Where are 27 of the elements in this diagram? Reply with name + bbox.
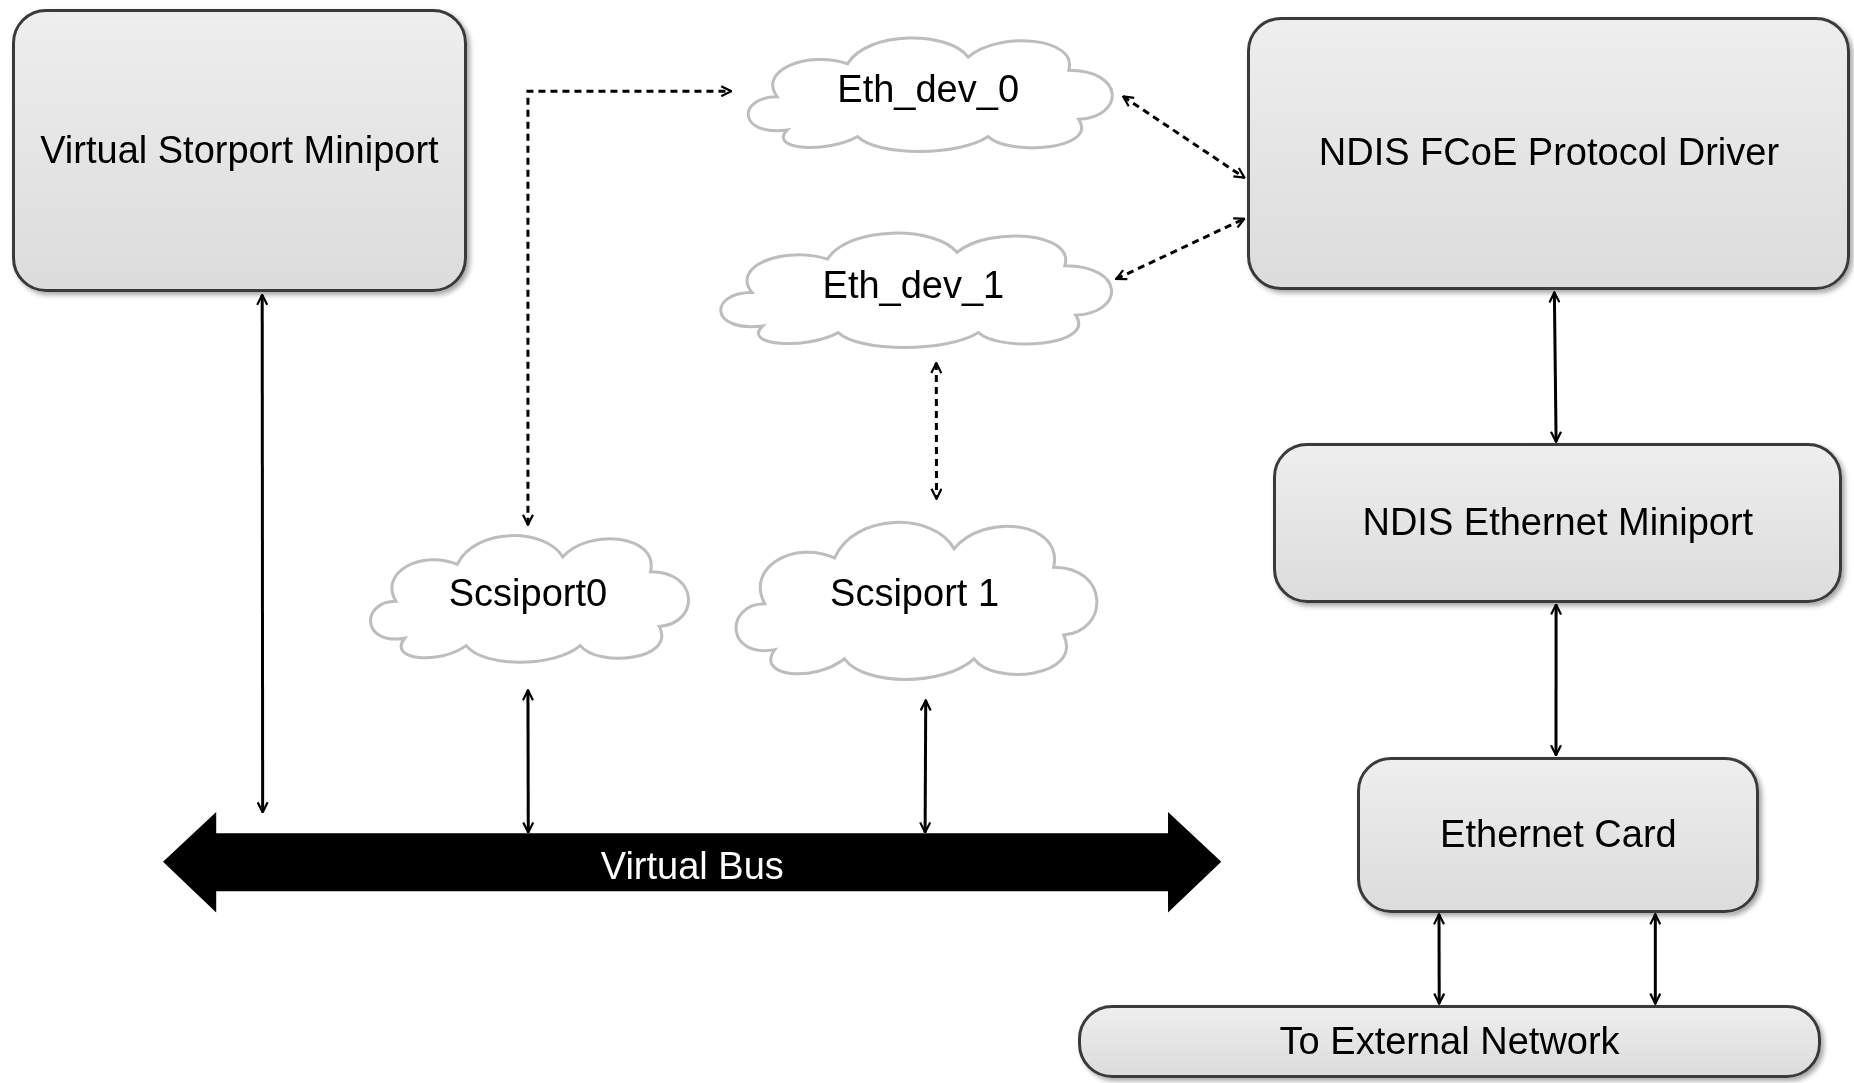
node-label: Scsiport 1 — [829, 571, 1001, 617]
arrow — [919, 699, 932, 834]
node-label: Eth_dev_0 — [836, 67, 1021, 113]
arrow — [256, 293, 269, 814]
process-box — [1247, 16, 1851, 290]
dashed-arrow — [1122, 95, 1246, 179]
dashed-arrow — [930, 361, 943, 500]
process-box — [1357, 756, 1760, 913]
node-label: NDIS Ethernet Miniport — [1361, 500, 1755, 546]
process-box — [11, 9, 468, 293]
process-box — [1273, 443, 1843, 603]
dashed-arrow — [1115, 217, 1246, 281]
process-box — [1078, 1005, 1821, 1079]
node-label: NDIS FCoE Protocol Driver — [1317, 130, 1781, 176]
arrow — [1549, 603, 1563, 757]
double-arrow-bar — [163, 812, 1222, 913]
bus-label: Virtual Bus — [600, 843, 784, 889]
arrow — [1548, 291, 1563, 443]
node-label: Virtual Storport Miniport — [39, 128, 440, 173]
node-label: To External Network — [1278, 1018, 1621, 1064]
node-label: Scsiport0 — [447, 571, 609, 617]
node-label: Ethernet Card — [1439, 812, 1678, 857]
arrow — [521, 689, 535, 834]
node-label: Eth_dev_1 — [821, 262, 1006, 308]
arrow — [1432, 913, 1446, 1005]
arrow — [1649, 913, 1662, 1005]
dashed-arrow — [521, 85, 733, 526]
